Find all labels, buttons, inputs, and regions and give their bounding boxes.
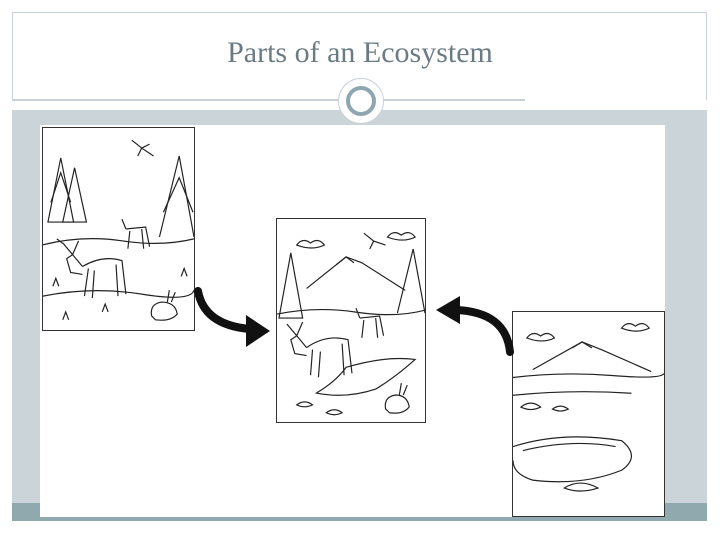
circle-ornament-icon <box>338 78 384 124</box>
slide-title: Parts of an Ecosystem <box>227 36 493 69</box>
landscape-without-animals-illustration <box>512 311 665 517</box>
forest-animals-illustration <box>42 127 195 331</box>
title-divider-right <box>384 99 525 101</box>
arrow-left-icon <box>436 296 514 356</box>
complete-ecosystem-illustration <box>276 218 426 423</box>
title-divider-left <box>12 99 338 101</box>
arrow-right-icon <box>194 287 270 347</box>
